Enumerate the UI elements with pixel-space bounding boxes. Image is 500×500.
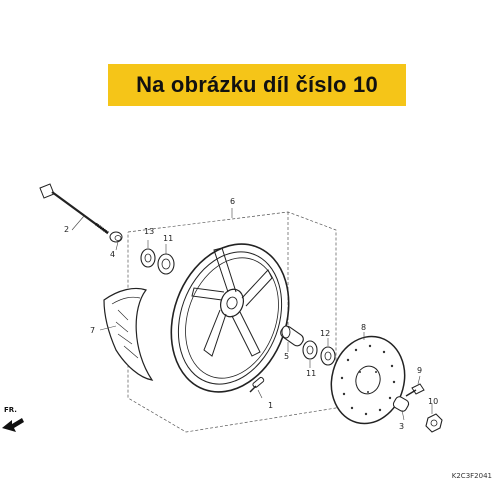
spacer-part (280, 325, 304, 347)
part-label-11-right: 11 (306, 369, 317, 378)
assembly-outline (127, 211, 337, 433)
part-label-5: 5 (284, 352, 290, 361)
front-direction-label: FR. (4, 406, 17, 414)
banner-text: Na obrázku díl číslo 10 (136, 72, 378, 97)
brake-disc-part (330, 335, 406, 425)
part-label-8: 8 (361, 323, 367, 332)
part-label-1: 1 (268, 401, 274, 410)
left-bearing-parts (140, 248, 175, 275)
collar-part (109, 231, 123, 243)
part-label-6: 6 (230, 197, 236, 206)
disc-bolt-parts (392, 383, 443, 433)
part-number-banner: Na obrázku díl číslo 10 (108, 64, 406, 106)
right-bearing-parts (302, 340, 336, 366)
part-label-3: 3 (399, 422, 405, 431)
catalog-code: K2C3F2041 (451, 472, 492, 480)
tire-part (103, 287, 154, 381)
valve-part (249, 376, 265, 393)
leader-lines (71, 208, 433, 421)
part-label-9: 9 (417, 366, 423, 375)
part-label-10: 10 (428, 397, 439, 406)
part-label-7: 7 (90, 326, 96, 335)
wheel-rim-part (170, 243, 290, 393)
part-label-13: 13 (144, 227, 155, 236)
axle-part (39, 183, 109, 235)
part-label-12: 12 (320, 329, 331, 338)
part-label-2: 2 (64, 225, 70, 234)
front-direction-arrow (2, 418, 24, 432)
part-label-4: 4 (110, 250, 116, 259)
part-label-11-left: 11 (163, 234, 174, 243)
